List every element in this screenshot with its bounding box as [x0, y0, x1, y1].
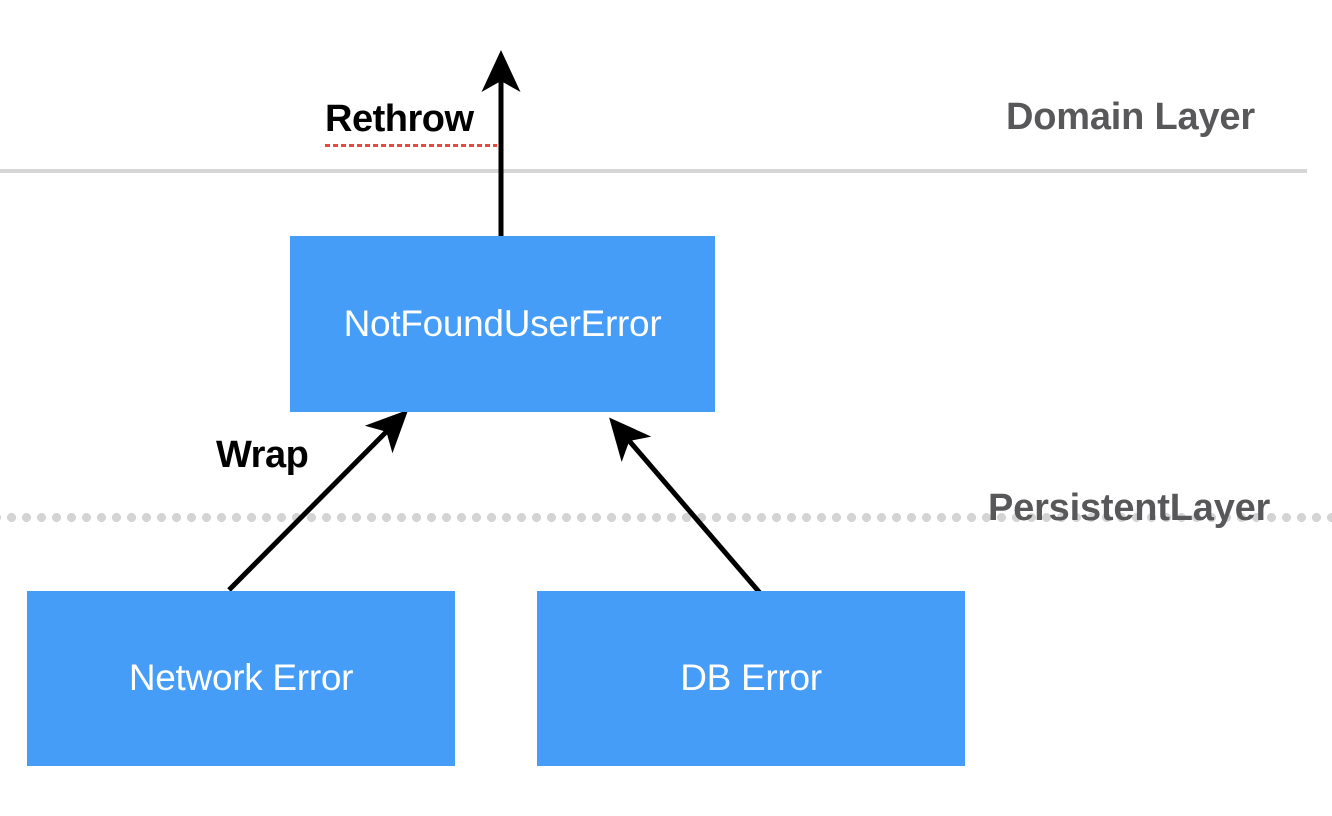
box-network-error[interactable]: Network Error	[27, 591, 455, 766]
domain-layer-divider	[0, 169, 1307, 173]
spellcheck-underline-icon	[325, 144, 497, 147]
wrap-edge-label: Wrap	[216, 434, 309, 476]
box-network-error-label: Network Error	[128, 657, 354, 698]
rethrow-edge-label: Rethrow	[325, 98, 497, 147]
rethrow-edge-label-text: Rethrow	[325, 98, 474, 140]
domain-layer-label: Domain Layer	[1006, 96, 1255, 138]
persistent-layer-label: PersistentLayer	[988, 487, 1271, 529]
box-notfounduser-error-label: NotFoundUserError	[343, 302, 662, 344]
box-notfounduser-error[interactable]: NotFoundUserError	[290, 236, 715, 412]
wrap-arrow-db	[609, 417, 762, 595]
box-db-error[interactable]: DB Error	[537, 591, 965, 766]
box-db-error-label: DB Error	[680, 657, 822, 698]
